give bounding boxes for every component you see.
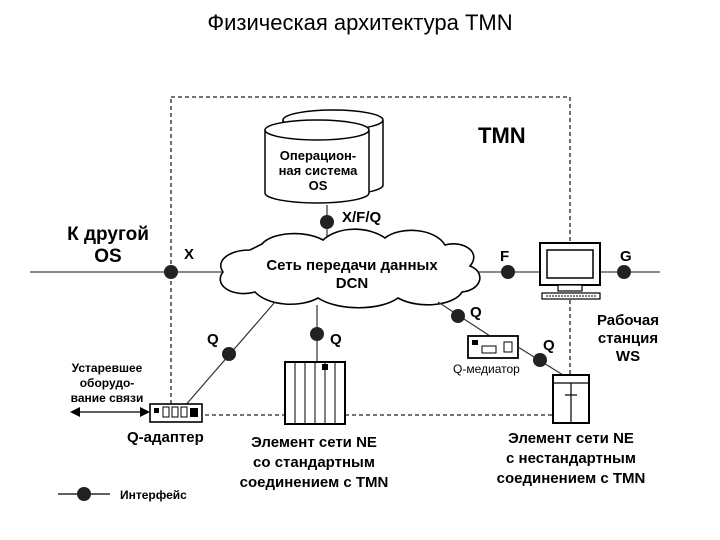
workstation-icon (539, 242, 601, 300)
tmn-label: TMN (478, 123, 526, 148)
ne-standard-label-line2: со стандартным (253, 454, 375, 471)
legend-interface-dot (77, 487, 91, 501)
q-adapter-label: Q-адаптер (127, 429, 204, 446)
os-label-line1: Операцион- (280, 148, 356, 163)
interface-xfq-label: X/F/Q (342, 209, 382, 226)
os-label-line2: ная система (279, 163, 359, 178)
os-label-line3: OS (309, 178, 328, 193)
legend-label: Интерфейс (120, 488, 187, 502)
interface-g-dot (617, 265, 631, 279)
q-adapter-icon (149, 403, 203, 423)
interface-q-ne2-label: Q (543, 337, 555, 354)
interface-q-ne2-dot (533, 353, 547, 367)
legacy-link-arrow (70, 407, 150, 417)
interface-g-label: G (620, 248, 632, 265)
ne-standard-label-line1: Элемент сети NE (251, 434, 377, 451)
ne-nonstandard-label-line2: с нестандартным (506, 450, 636, 467)
dcn-label-line2: DCN (336, 275, 369, 292)
interface-f-label: F (500, 248, 509, 265)
dcn-cloud-icon (219, 228, 481, 309)
ne-nonstandard-label-line3: соединением с TMN (497, 470, 646, 487)
q-mediator-label: Q-медиатор (453, 362, 520, 376)
tmn-boundary (170, 96, 571, 416)
other-os-label-line2: OS (94, 246, 121, 267)
dcn-label-line1: Сеть передачи данных (266, 257, 438, 274)
operations-system-icon (264, 109, 384, 204)
other-os-label-line1: К другой (67, 224, 149, 245)
interface-q-ne-dot (310, 327, 324, 341)
ne-standard-label-line3: соединением с TMN (240, 474, 389, 491)
interface-q-mediator-dot (451, 309, 465, 323)
interface-q-ne-label: Q (330, 331, 342, 348)
interface-f-dot (501, 265, 515, 279)
legacy-label-line1: Устаревшее (72, 361, 143, 375)
interface-q-adapter-label: Q (207, 331, 219, 348)
ws-label-line2: станция (598, 330, 658, 347)
ne-nonstandard-label-line1: Элемент сети NE (508, 430, 634, 447)
interface-q-mediator-label: Q (470, 304, 482, 321)
legacy-label-line2: оборудо- (80, 376, 135, 390)
page-title: Физическая архитектура TMN (207, 10, 513, 35)
q-mediator-icon (467, 335, 519, 359)
ws-label-line3: WS (616, 348, 640, 365)
legacy-label-line3: вание связи (71, 391, 144, 405)
interface-q-adapter-dot (222, 347, 236, 361)
ws-label-line1: Рабочая (597, 312, 659, 329)
interface-xfq-dot (320, 215, 334, 229)
ne-standard-icon (284, 361, 346, 425)
interface-x-dot (164, 265, 178, 279)
ne-nonstandard-icon (552, 374, 590, 424)
interface-x-label: X (184, 246, 194, 263)
